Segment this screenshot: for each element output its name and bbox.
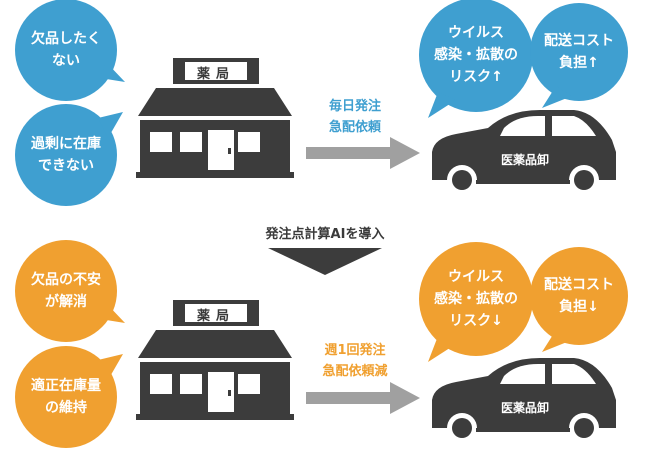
top-right-bubble-2-text: 配送コスト 負担↑ [544,33,614,71]
top-right-bubble-2 [530,3,628,108]
bottom-right-bubble-1-text: ウイルス 感染・拡散の リスク↓ [434,269,518,329]
bottom-flow-label: 週1回発注 急配依頼減 [322,343,388,379]
top-flow-label: 毎日発注 急配依頼 [328,99,381,135]
bottom-left-bubble-2-text: 適正在庫量 の維持 [31,378,101,416]
top-arrow [306,137,420,169]
top-right-bubble-1-text: ウイルス 感染・拡散の リスク↑ [434,25,518,85]
top-car-label: 医薬品卸 [500,153,549,167]
transition-label: 発注点計算AIを導入 [265,227,385,242]
bottom-arrow [306,382,420,414]
bottom-right-bubble-2 [530,247,628,352]
bottom-car-label: 医薬品卸 [500,401,549,415]
top-store-sign: 薬局 [196,67,235,82]
bottom-left-bubble-2 [15,346,123,448]
down-arrow [268,248,382,275]
bottom-right-bubble-2-text: 配送コスト 負担↓ [544,277,614,315]
bottom-car-icon [432,358,616,443]
top-left-bubble-1-text: 欠品したく ない [31,31,101,69]
top-left-bubble-2 [15,104,123,206]
bottom-left-bubble-1-text: 欠品の不安 が解消 [31,272,101,310]
bottom-store-icon [136,300,294,420]
top-store-icon [136,58,294,178]
top-car-icon [432,110,616,195]
top-left-bubble-1 [15,0,125,101]
top-right-bubble-1 [419,0,533,118]
bottom-left-bubble-1 [15,240,125,342]
bottom-store-sign: 薬局 [196,309,235,324]
bottom-right-bubble-1 [419,242,533,362]
top-left-bubble-2-text: 過剰に在庫 できない [31,136,101,174]
